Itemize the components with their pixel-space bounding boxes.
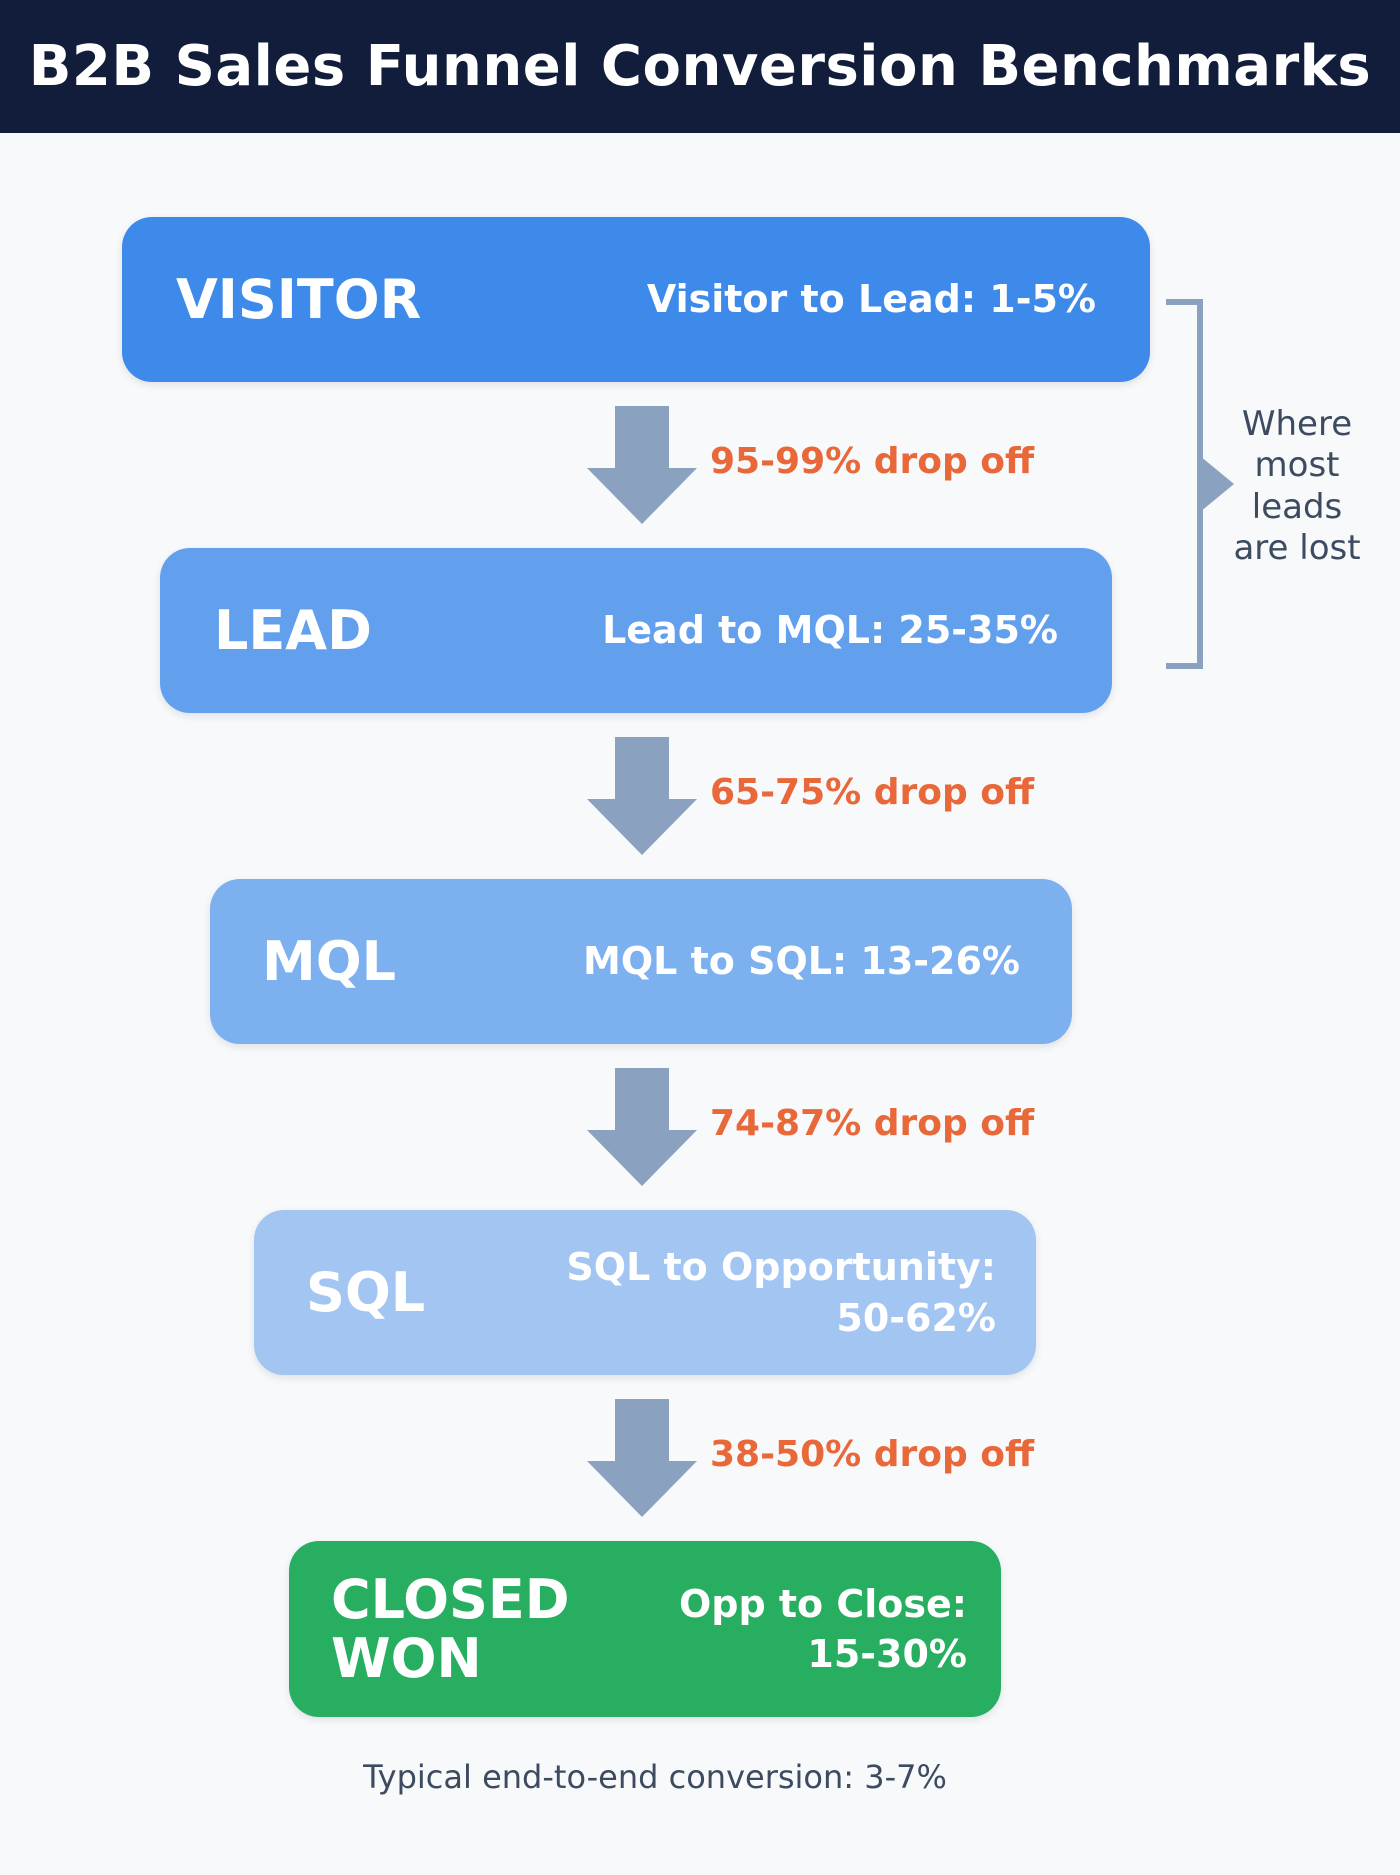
stage-name: VISITOR xyxy=(176,267,422,331)
stage-rate: Opp to Close: 15-30% xyxy=(678,1581,967,1676)
down-arrow-icon xyxy=(587,406,697,524)
drop-off-label: 74-87% drop off xyxy=(710,1103,1035,1144)
stage-lead: LEAD Lead to MQL: 25-35% xyxy=(160,548,1112,713)
stage-name: CLOSED WON xyxy=(331,1567,570,1690)
down-arrow-icon xyxy=(587,1068,697,1186)
stage-name: MQL xyxy=(262,929,397,993)
stage-visitor: VISITOR Visitor to Lead: 1-5% xyxy=(122,217,1150,382)
stage-name: SQL xyxy=(306,1260,426,1324)
stage-rate: MQL to SQL: 13-26% xyxy=(583,939,1020,984)
footer-note: Typical end-to-end conversion: 3-7% xyxy=(363,1758,947,1796)
stage-rate: SQL to Opportunity: 50-62% xyxy=(566,1245,996,1340)
down-arrow-icon xyxy=(587,737,697,855)
header-banner: B2B Sales Funnel Conversion Benchmarks xyxy=(0,0,1400,133)
bracket-icon xyxy=(1166,299,1234,669)
stage-rate: Lead to MQL: 25-35% xyxy=(602,608,1058,653)
stage-rate: Visitor to Lead: 1-5% xyxy=(646,277,1096,322)
stage-closed-won: CLOSED WON Opp to Close: 15-30% xyxy=(289,1541,1001,1717)
drop-off-label: 95-99% drop off xyxy=(710,441,1035,482)
stage-sql: SQL SQL to Opportunity: 50-62% xyxy=(254,1210,1036,1375)
down-arrow-icon xyxy=(587,1399,697,1517)
drop-off-label: 38-50% drop off xyxy=(710,1434,1035,1475)
page-title: B2B Sales Funnel Conversion Benchmarks xyxy=(28,34,1372,99)
drop-off-label: 65-75% drop off xyxy=(710,772,1035,813)
annotation-label: Where most leads are lost xyxy=(1233,404,1361,569)
stage-mql: MQL MQL to SQL: 13-26% xyxy=(210,879,1072,1044)
stage-name: LEAD xyxy=(214,598,372,662)
